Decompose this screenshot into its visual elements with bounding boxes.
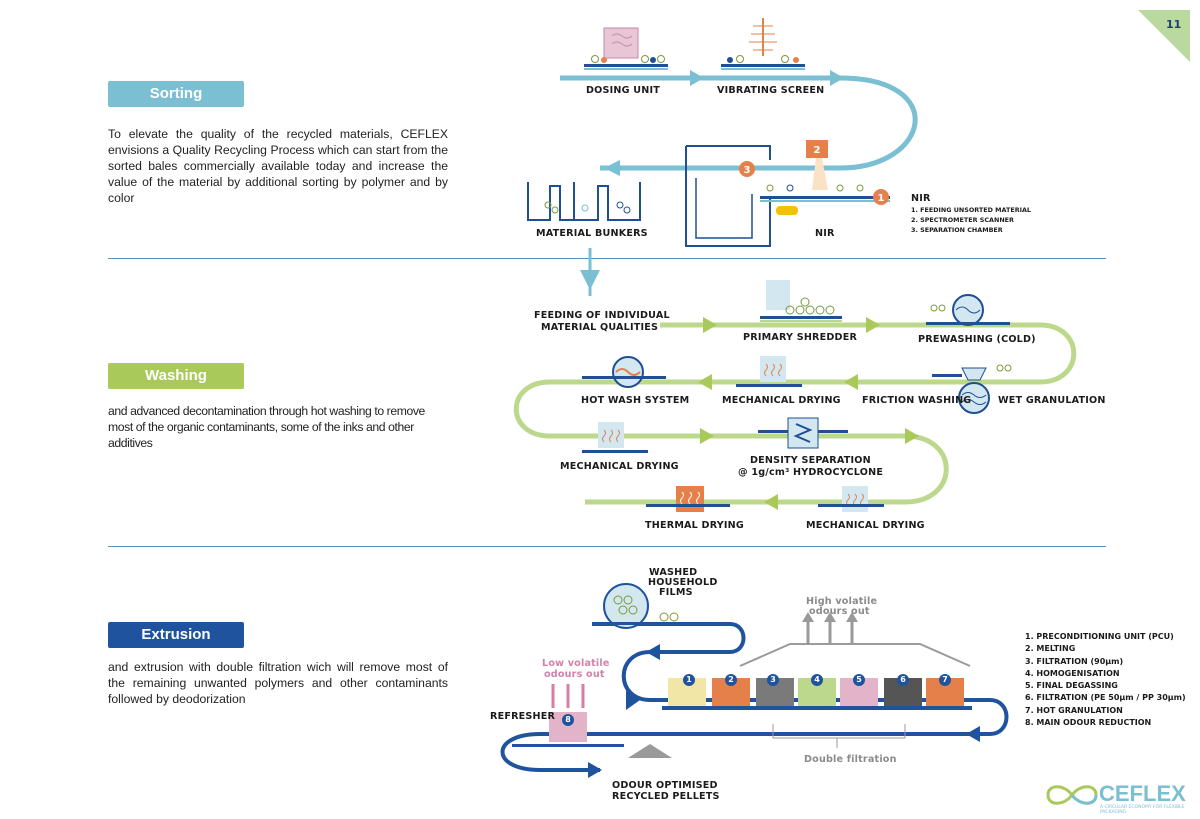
hot-wash-icon bbox=[582, 356, 666, 388]
vibrating-screen-label: VIBRATING SCREEN bbox=[717, 85, 825, 96]
dosing-unit-icon bbox=[584, 27, 668, 70]
nir-legend-title: NIR bbox=[911, 193, 931, 204]
feeding-label-line1: FEEDING OF INDIVIDUAL bbox=[534, 310, 670, 321]
extrusion-step-marker-6: 6 bbox=[897, 674, 909, 686]
legend-item-2: 2. MELTING bbox=[1025, 644, 1076, 654]
mechanical-drying-icon-2 bbox=[582, 422, 648, 453]
dosing-unit-label: DOSING UNIT bbox=[586, 85, 660, 96]
refresher-label: REFRESHER bbox=[490, 711, 556, 722]
material-bunkers-label: MATERIAL BUNKERS bbox=[536, 228, 648, 239]
legend-item-6: 6. FILTRATION (PE 50µm / PP 30µm) bbox=[1025, 693, 1186, 703]
mechanical-drying-icon-3 bbox=[818, 486, 884, 512]
extrusion-step-marker-1: 1 bbox=[683, 674, 695, 686]
sorting-text: To elevate the quality of the recycled m… bbox=[108, 127, 448, 205]
extrusion-step-marker-5: 5 bbox=[853, 674, 865, 686]
prewashing-label: PREWASHING (COLD) bbox=[918, 334, 1036, 345]
high-volatile-line2: odours out bbox=[809, 606, 870, 617]
legend-item-3: 3. FILTRATION (90µm) bbox=[1025, 656, 1124, 666]
hydrocyclone-icon bbox=[758, 417, 848, 449]
washing-title: Washing bbox=[108, 363, 244, 389]
washing-text: and advanced decontamination through hot… bbox=[108, 404, 425, 450]
extrusion-text: and extrusion with double filtration wic… bbox=[108, 660, 448, 706]
mechanical-drying-icon-1 bbox=[736, 356, 802, 387]
extrusion-step-marker-7: 7 bbox=[939, 674, 951, 686]
vibrating-screen-icon bbox=[721, 18, 805, 70]
extruder-bar bbox=[662, 706, 972, 710]
mechanical-drying-label-3: MECHANICAL DRYING bbox=[806, 520, 925, 531]
washing-flow-line bbox=[513, 322, 1077, 505]
flow-arrow bbox=[604, 160, 620, 176]
pellets-label-line1: ODOUR OPTIMISED bbox=[612, 780, 718, 791]
extrusion-flow-line bbox=[500, 622, 1009, 772]
primary-shredder-icon bbox=[760, 280, 842, 322]
marker-1 bbox=[873, 189, 889, 205]
page-number: 11 bbox=[1166, 18, 1182, 31]
page-corner-tab bbox=[1138, 10, 1190, 62]
sorting-flow-line bbox=[560, 75, 918, 171]
legend-item-1: 1. PRECONDITIONING UNIT (PCU) bbox=[1025, 632, 1174, 641]
mechanical-drying-label-1: MECHANICAL DRYING bbox=[722, 395, 841, 406]
extrusion-title: Extrusion bbox=[108, 622, 244, 648]
wet-granulation-label: WET GRANULATION bbox=[998, 395, 1106, 406]
prewashing-icon bbox=[926, 294, 1010, 326]
wet-granulation-icon bbox=[932, 364, 1012, 414]
sorting-title: Sorting bbox=[108, 81, 244, 107]
double-filtration-label: Double filtration bbox=[804, 754, 897, 765]
nir-chamber-icon bbox=[685, 140, 890, 247]
flow-arrow bbox=[830, 70, 844, 86]
extrusion-diagram bbox=[500, 583, 1009, 778]
refresher-step-marker: 8 bbox=[562, 714, 574, 726]
down-arrow bbox=[580, 270, 600, 290]
thermal-drying-icon bbox=[646, 486, 730, 512]
legend-item-4: 4. HOMOGENISATION bbox=[1025, 668, 1120, 678]
extrusion-step-marker-4: 4 bbox=[811, 674, 823, 686]
nir-label: NIR bbox=[815, 228, 835, 239]
thermal-drying-label: THERMAL DRYING bbox=[645, 520, 744, 531]
marker-2-label: 2 bbox=[814, 145, 821, 156]
section-divider-2 bbox=[108, 546, 1106, 547]
low-volatile-line2: odours out bbox=[544, 669, 605, 680]
washed-films-label-line2: HOUSEHOLD bbox=[648, 577, 718, 588]
hot-wash-label: HOT WASH SYSTEM bbox=[581, 395, 690, 406]
marker-3 bbox=[739, 161, 755, 177]
nir-legend-item-3: 3. SEPARATION CHAMBER bbox=[911, 226, 1003, 234]
flow-arrow bbox=[690, 70, 704, 86]
section-divider-1 bbox=[108, 258, 1106, 259]
material-bunkers-icon bbox=[527, 182, 641, 221]
density-label-line2: @ 1g/cm³ HYDROCYCLONE bbox=[738, 467, 884, 478]
marker-1-label: 1 bbox=[878, 193, 885, 204]
extrusion-legend: 1. PRECONDITIONING UNIT (PCU) 2. MELTING… bbox=[1025, 631, 1186, 729]
nir-legend-item-2: 2. SPECTROMETER SCANNER bbox=[911, 216, 1014, 224]
ceflex-logo-icon bbox=[1046, 785, 1098, 805]
logo-name: CEFLEX bbox=[1099, 781, 1186, 806]
feeding-label-line2: MATERIAL QUALITIES bbox=[541, 322, 659, 333]
legend-item-5: 5. FINAL DEGASSING bbox=[1025, 681, 1118, 691]
pellets-label-line2: RECYCLED PELLETS bbox=[612, 791, 720, 802]
low-volatile-line1: Low volatile bbox=[542, 658, 610, 669]
washed-films-icon bbox=[592, 583, 679, 629]
legend-item-7: 7. HOT GRANULATION bbox=[1025, 705, 1123, 715]
high-volatile-line1: High volatile bbox=[806, 596, 878, 607]
primary-shredder-label: PRIMARY SHREDDER bbox=[743, 332, 858, 343]
sorting-diagram: 1 2 3 bbox=[527, 18, 918, 296]
density-label-line1: DENSITY SEPARATION bbox=[750, 455, 871, 466]
marker-3-label: 3 bbox=[744, 165, 751, 176]
washed-films-label-line3: FILMS bbox=[659, 587, 693, 598]
extrusion-step-marker-2: 2 bbox=[725, 674, 737, 686]
nir-legend-item-1: 1. FEEDING UNSORTED MATERIAL bbox=[911, 206, 1032, 214]
mechanical-drying-label-2: MECHANICAL DRYING bbox=[560, 461, 679, 472]
legend-item-8: 8. MAIN ODOUR REDUCTION bbox=[1025, 718, 1152, 728]
extrusion-step-marker-3: 3 bbox=[767, 674, 779, 686]
washed-films-label-line1: WASHED bbox=[649, 567, 698, 578]
logo-tagline: A CIRCULAR ECONOMY FOR FLEXIBLE PACKAGIN… bbox=[1100, 805, 1185, 815]
friction-washing-label: FRICTION WASHING bbox=[862, 395, 972, 406]
washing-diagram bbox=[513, 280, 1077, 512]
